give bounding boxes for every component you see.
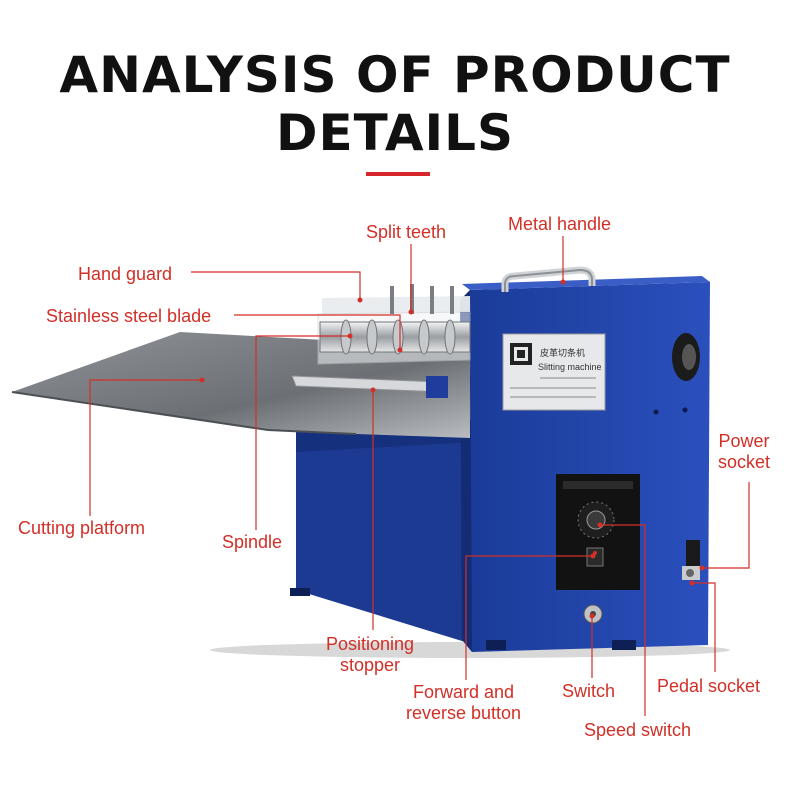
callout-line-speed-switch xyxy=(600,524,646,716)
nameplate-title-en: Slitting machine xyxy=(538,362,602,372)
screw-icon xyxy=(682,407,688,413)
label-positioning-stopper-line-2: stopper xyxy=(340,654,401,675)
callout-line-hand-guard xyxy=(191,271,361,300)
socket-icon xyxy=(682,540,700,580)
label-forward-reverse-line-2: reverse button xyxy=(406,702,522,723)
callout-line-forward-reverse xyxy=(465,555,593,680)
spindle xyxy=(319,319,471,355)
callout-line-spindle xyxy=(255,335,350,530)
callout-line-pedal-socket xyxy=(692,582,716,672)
positioning-stopper xyxy=(291,375,448,398)
label-pedal-socket: Pedal socket xyxy=(657,676,761,696)
title-accent-bar xyxy=(366,172,430,176)
screw-icon xyxy=(653,409,659,415)
machine-base xyxy=(290,420,475,645)
side-knob-icon xyxy=(672,333,700,381)
label-split-teeth: Split teeth xyxy=(366,222,447,242)
label-positioning-stopper-line-1: Positioning xyxy=(326,634,415,654)
metal-handle xyxy=(501,266,596,292)
speed-knob-icon xyxy=(586,510,606,530)
label-stainless-steel-blade: Stainless steel blade xyxy=(46,306,212,326)
label-forward-reverse-line-1: Forward and xyxy=(413,682,515,702)
callout-dots xyxy=(199,279,705,619)
speed-control-panel xyxy=(556,474,640,590)
label-switch: Switch xyxy=(562,681,616,701)
label-positioning-stopper: Positioning stopper xyxy=(326,634,414,675)
machine-body xyxy=(460,276,710,652)
page-title-line-1: ANALYSIS OF PRODUCT xyxy=(59,46,731,104)
callout-line-blade xyxy=(234,314,401,350)
label-spindle: Spindle xyxy=(222,532,283,552)
callout-line-platform xyxy=(89,379,202,516)
split-teeth xyxy=(390,284,454,314)
label-speed-switch: Speed switch xyxy=(584,720,692,740)
page-title-line-2: DETAILS xyxy=(275,104,515,162)
label-forward-reverse-button: Forward and reverse button xyxy=(406,682,521,723)
callout-line-power-socket xyxy=(702,482,750,569)
nameplate-title-cn: 皮革切条机 xyxy=(540,347,585,359)
nameplate xyxy=(502,333,606,411)
label-hand-guard: Hand guard xyxy=(78,264,173,284)
label-power-socket: Power socket xyxy=(718,431,770,472)
label-cutting-platform: Cutting platform xyxy=(18,518,146,538)
label-power-socket-line-2: socket xyxy=(718,451,771,472)
callout-lines xyxy=(89,236,750,716)
label-metal-handle: Metal handle xyxy=(508,214,612,234)
label-power-socket-line-1: Power xyxy=(718,431,770,451)
